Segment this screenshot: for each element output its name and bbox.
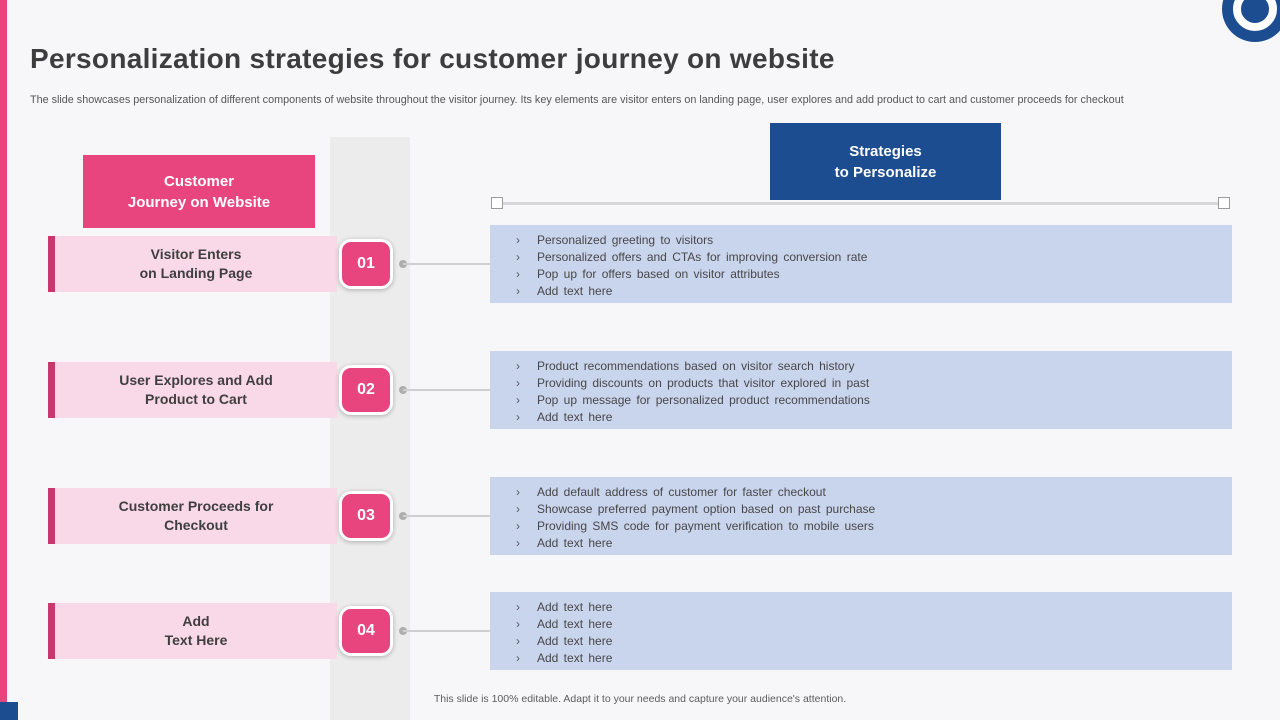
slide-description: The slide showcases personalization of d… bbox=[30, 93, 1124, 106]
step-number-badge: 02 bbox=[339, 365, 393, 415]
chevron-bullet-icon: › bbox=[516, 284, 520, 298]
chevron-bullet-icon: › bbox=[516, 600, 520, 614]
bullet-item: › Add text here bbox=[516, 633, 1214, 650]
bullet-text: Pop up message for personalized product … bbox=[537, 393, 870, 407]
bullet-item: › Add text here bbox=[516, 535, 1214, 552]
chevron-bullet-icon: › bbox=[516, 519, 520, 533]
bullet-text: Showcase preferred payment option based … bbox=[537, 502, 876, 516]
journey-column-header: Customer Journey on Website bbox=[83, 155, 315, 228]
step-label: Customer Proceeds for Checkout bbox=[55, 488, 337, 544]
chevron-bullet-icon: › bbox=[516, 233, 520, 247]
footer-note: This slide is 100% editable. Adapt it to… bbox=[433, 692, 847, 705]
step-number-badge: 04 bbox=[339, 606, 393, 656]
chevron-bullet-icon: › bbox=[516, 617, 520, 631]
connector-line bbox=[403, 263, 490, 265]
step-label: User Explores and Add Product to Cart bbox=[55, 362, 337, 418]
bullet-item: › Providing SMS code for payment verifica… bbox=[516, 518, 1214, 535]
chevron-bullet-icon: › bbox=[516, 502, 520, 516]
chevron-bullet-icon: › bbox=[516, 485, 520, 499]
step-accent-bar bbox=[48, 603, 55, 659]
strategy-panel: › Personalized greeting to visitors › Pers… bbox=[490, 225, 1232, 303]
bullet-text: Add text here bbox=[537, 651, 613, 665]
chevron-bullet-icon: › bbox=[516, 376, 520, 390]
slider-handle-left[interactable] bbox=[491, 197, 503, 209]
logo-ring bbox=[1233, 0, 1277, 31]
bullet-text: Providing SMS code for payment verificat… bbox=[537, 519, 874, 533]
slider-handle-right[interactable] bbox=[1218, 197, 1230, 209]
step-accent-bar bbox=[48, 362, 55, 418]
connector-line bbox=[403, 389, 490, 391]
chevron-bullet-icon: › bbox=[516, 393, 520, 407]
connector-line bbox=[403, 630, 490, 632]
journey-step-row: › Product recommendations based on visito… bbox=[0, 351, 1280, 429]
step-accent-bar bbox=[48, 488, 55, 544]
bullet-item: › Add text here bbox=[516, 650, 1214, 667]
strategy-panel: › Add text here › Add text here › Add text … bbox=[490, 592, 1232, 670]
chevron-bullet-icon: › bbox=[516, 359, 520, 373]
strategy-panel: › Product recommendations based on visito… bbox=[490, 351, 1232, 429]
bullet-text: Product recommendations based on visitor… bbox=[537, 359, 855, 373]
bullet-item: › Add text here bbox=[516, 283, 1214, 300]
bullet-item: › Add default address of customer for fas… bbox=[516, 484, 1214, 501]
bullet-text: Personalized offers and CTAs for improvi… bbox=[537, 250, 868, 264]
bullet-text: Add text here bbox=[537, 536, 613, 550]
journey-step-row: › Personalized greeting to visitors › Pers… bbox=[0, 225, 1280, 303]
journey-step-row: › Add text here › Add text here › Add text … bbox=[0, 592, 1280, 670]
bullet-text: Add default address of customer for fast… bbox=[537, 485, 826, 499]
chevron-bullet-icon: › bbox=[516, 267, 520, 281]
journey-step-row: › Add default address of customer for fas… bbox=[0, 477, 1280, 555]
bullet-item: › Pop up message for personalized product… bbox=[516, 392, 1214, 409]
step-accent-bar bbox=[48, 236, 55, 292]
bullet-text: Add text here bbox=[537, 600, 613, 614]
chevron-bullet-icon: › bbox=[516, 651, 520, 665]
chevron-bullet-icon: › bbox=[516, 634, 520, 648]
bullet-item: › Providing discounts on products that vi… bbox=[516, 375, 1214, 392]
bullet-item: › Personalized greeting to visitors bbox=[516, 232, 1214, 249]
bullet-text: Personalized greeting to visitors bbox=[537, 233, 714, 247]
connector-line bbox=[403, 515, 490, 517]
left-accent-bar bbox=[0, 0, 7, 720]
step-number-badge: 01 bbox=[339, 239, 393, 289]
bullet-item: › Pop up for offers based on visitor attr… bbox=[516, 266, 1214, 283]
strategy-panel: › Add default address of customer for fas… bbox=[490, 477, 1232, 555]
bullet-text: Add text here bbox=[537, 410, 613, 424]
bullet-item: › Product recommendations based on visito… bbox=[516, 358, 1214, 375]
chevron-bullet-icon: › bbox=[516, 410, 520, 424]
bullet-text: Pop up for offers based on visitor attri… bbox=[537, 267, 780, 281]
bullet-text: Add text here bbox=[537, 284, 613, 298]
step-label: Visitor Enters on Landing Page bbox=[55, 236, 337, 292]
bullet-item: › Showcase preferred payment option based… bbox=[516, 501, 1214, 518]
bullet-text: Add text here bbox=[537, 634, 613, 648]
bullet-text: Providing discounts on products that vis… bbox=[537, 376, 870, 390]
bullet-item: › Personalized offers and CTAs for improv… bbox=[516, 249, 1214, 266]
bullet-item: › Add text here bbox=[516, 616, 1214, 633]
bullet-item: › Add text here bbox=[516, 599, 1214, 616]
brand-logo bbox=[1222, 0, 1280, 42]
corner-accent-square bbox=[0, 702, 18, 720]
strategies-column-header: Strategies to Personalize bbox=[770, 123, 1001, 200]
chevron-bullet-icon: › bbox=[516, 536, 520, 550]
step-number-badge: 03 bbox=[339, 491, 393, 541]
bullet-item: › Add text here bbox=[516, 409, 1214, 426]
step-label: Add Text Here bbox=[55, 603, 337, 659]
page-title: Personalization strategies for customer … bbox=[30, 42, 835, 74]
chevron-bullet-icon: › bbox=[516, 250, 520, 264]
timeline-track bbox=[497, 202, 1224, 205]
bullet-text: Add text here bbox=[537, 617, 613, 631]
